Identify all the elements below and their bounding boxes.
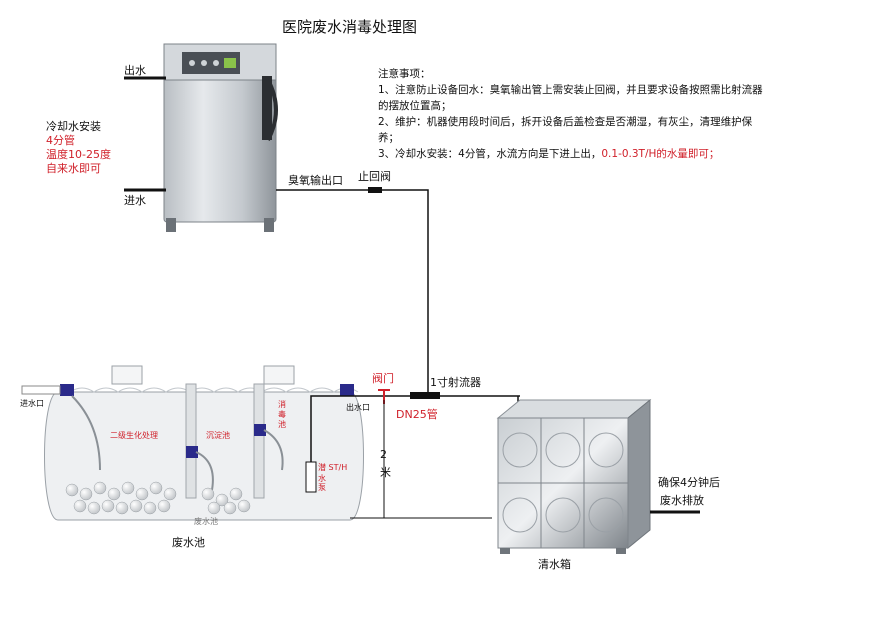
connector-2 [186,446,198,458]
ejector-mark [410,392,440,399]
pump-name-label: 水泵 [318,474,326,492]
disinfect-zone-label: 消毒池 [278,400,286,429]
manhole-2 [263,365,295,385]
height-unit: 米 [380,466,391,479]
notes-item-3-flow: 0.1-0.3T/H的水量即可； [601,148,720,160]
ozone-pipe [276,189,429,396]
return-pipe [310,395,520,462]
partition-2 [253,383,265,499]
notes-item-3-text: 3、冷却水安装：4分管，水流方向是下进上出， [378,148,602,160]
clean-tank-label: 清水箱 [538,558,571,571]
manhole-1 [111,365,143,385]
cooling-tap-water: 自来水即可 [46,162,101,175]
notes-heading: 注意事项： [378,68,431,80]
outlet-connector [340,384,354,396]
discharge-label: 废水排放 [660,494,704,507]
check-valve-mark [368,187,382,193]
ozone-outlet-label: 臭氧输出口 [288,174,343,187]
inlet-port-label: 进水口 [20,399,44,408]
partition-1 [185,383,197,499]
water-out-label: 出水 [124,64,146,77]
diagram-title: 医院废水消毒处理图 [282,18,418,36]
control-panel [182,52,240,74]
cooling-pipe-size: 4分管 [46,134,75,147]
water-in-label: 进水 [124,194,146,207]
inlet-connector [60,384,74,396]
ejector-label: 1寸射流器 [430,376,481,389]
cooling-temperature: 温度10-25度 [46,148,111,161]
dn25-label: DN25管 [396,408,438,421]
height-number: 2 [380,448,387,461]
machine-handle [262,76,272,140]
waste-pool-label: 废水池 [172,536,205,549]
ensure-time-label: 确保4分钟后 [658,476,720,489]
notes-item-3: 3、冷却水安装：4分管，水流方向是下进上出，0.1-0.3T/H的水量即可； [378,146,768,162]
pump-flow-label: 潜 ST/H [318,463,348,472]
filter-media [65,481,251,515]
waste-pool-tank [21,365,364,521]
outlet-port-label: 出水口 [346,403,370,412]
sediment-zone-label: 沉淀池 [206,431,230,440]
ozone-generator [163,43,278,232]
notes-block: 注意事项： 1、注意防止设备回水：臭氧输出管上需安装止回阀，并且要求设备按照需比… [378,66,768,162]
bio-zone-label: 二级生化处理 [110,431,158,440]
connector-3 [254,424,266,436]
cooling-water-info: 冷却水安装 4分管 温度10-25度 自来水即可 [46,120,111,176]
check-valve-label: 止回阀 [358,170,391,183]
pump-body [305,461,317,493]
notes-item-2: 2、维护：机器使用段时间后，拆开设备后盖检查是否潮湿，有灰尘，清理维护保养； [378,116,753,144]
cooling-title: 冷却水安装 [46,120,101,133]
notes-item-1: 1、注意防止设备回水：臭氧输出管上需安装止回阀，并且要求设备按照需比射流器的摆放… [378,84,763,112]
pool-small-label: 废水池 [194,517,218,526]
clean-water-tank [496,398,652,554]
valve-label: 阀门 [372,372,394,385]
